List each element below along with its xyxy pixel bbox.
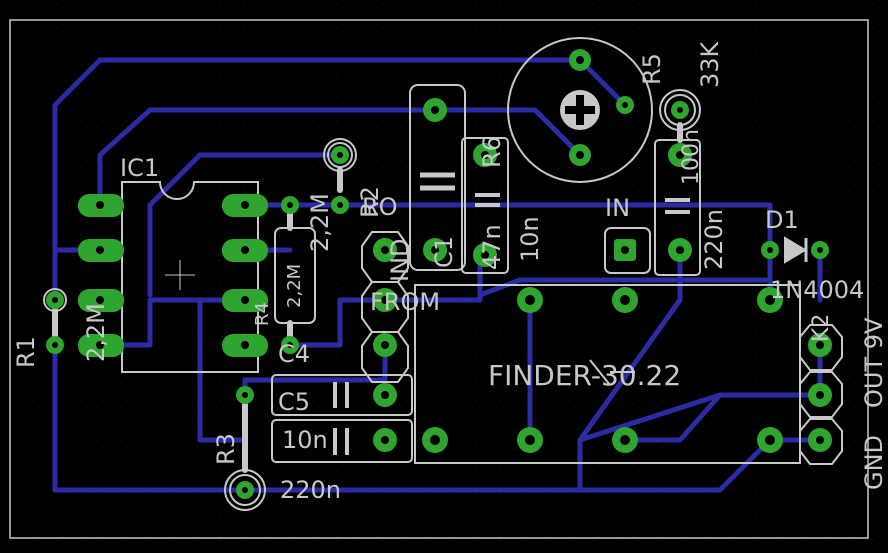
trace-upper-bus [147, 152, 343, 298]
label-r2-value: 2,2M [306, 193, 334, 252]
ic1-outline [121, 181, 259, 373]
r6-outline [461, 137, 509, 274]
trace-c4-down [197, 297, 248, 443]
label-out9v: OUT 9V [860, 317, 888, 408]
label-10n-a: 10n [516, 216, 544, 262]
label-47n: 47n [478, 224, 506, 270]
in-connector-outline [604, 227, 651, 274]
c5-outline [271, 374, 413, 416]
pads [46, 49, 832, 499]
label-r5: R5 [638, 53, 666, 85]
k2-header-2 [799, 371, 843, 418]
relay-outline [414, 284, 801, 464]
trace-relay-diag [577, 247, 683, 443]
r5-trimmer-cross [560, 90, 600, 130]
label-c1: C1 [430, 236, 458, 268]
r5-trimmer-outline [507, 37, 653, 183]
trace-ic1-bottom [97, 297, 248, 348]
c1-outline [409, 84, 466, 271]
label-k2: K2 [809, 314, 834, 342]
trace-ic1-top [97, 107, 583, 208]
labels: IC1 R1 2,2M R2 2,2M R3 R4 2,2M R5 33K R6… [12, 40, 888, 504]
r4-body [274, 227, 316, 324]
label-r2: R2 [356, 186, 384, 218]
label-c5: C5 [278, 388, 310, 416]
label-from: FROM [370, 288, 440, 316]
board-outline [9, 19, 869, 539]
label-r6: R6 [478, 136, 506, 168]
label-r3: R3 [212, 433, 240, 465]
label-c4: C4 [278, 340, 310, 368]
label-220n-b: 220n [280, 476, 341, 504]
label-r5-value: 33K [696, 40, 724, 88]
from-header-2 [361, 331, 409, 383]
label-in: IN [605, 194, 630, 222]
trace-bottom [52, 297, 248, 493]
trace-out [622, 342, 823, 443]
label-ind: IND [386, 238, 414, 282]
k2-header-1 [799, 324, 843, 371]
label-ic1: IC1 [120, 154, 159, 182]
label-100n: 100n [679, 129, 704, 185]
label-220n-a: 220n [700, 209, 728, 270]
traces [52, 57, 823, 493]
label-r4: R4 [252, 302, 273, 326]
k2-header-3 [799, 418, 843, 465]
label-gnd: GND [860, 435, 888, 490]
diode-symbol [784, 236, 807, 264]
label-d1: D1 [765, 206, 799, 234]
label-finder: FINDER-30.22 [488, 359, 681, 392]
label-10n-b: 10n [282, 426, 328, 454]
label-r1: R1 [12, 336, 40, 368]
label-r1-value: 2,2M [82, 303, 110, 362]
trace-right-bus [242, 202, 773, 303]
c-10n-outline [271, 419, 413, 463]
trace-gnd [577, 437, 823, 493]
trace-top-loop [52, 57, 628, 348]
silkscreen [43, 37, 843, 511]
label-r4-value: 2,2M [284, 264, 305, 308]
label-ro: RO [362, 193, 398, 221]
label-d1-value: 1N4004 [770, 276, 864, 304]
